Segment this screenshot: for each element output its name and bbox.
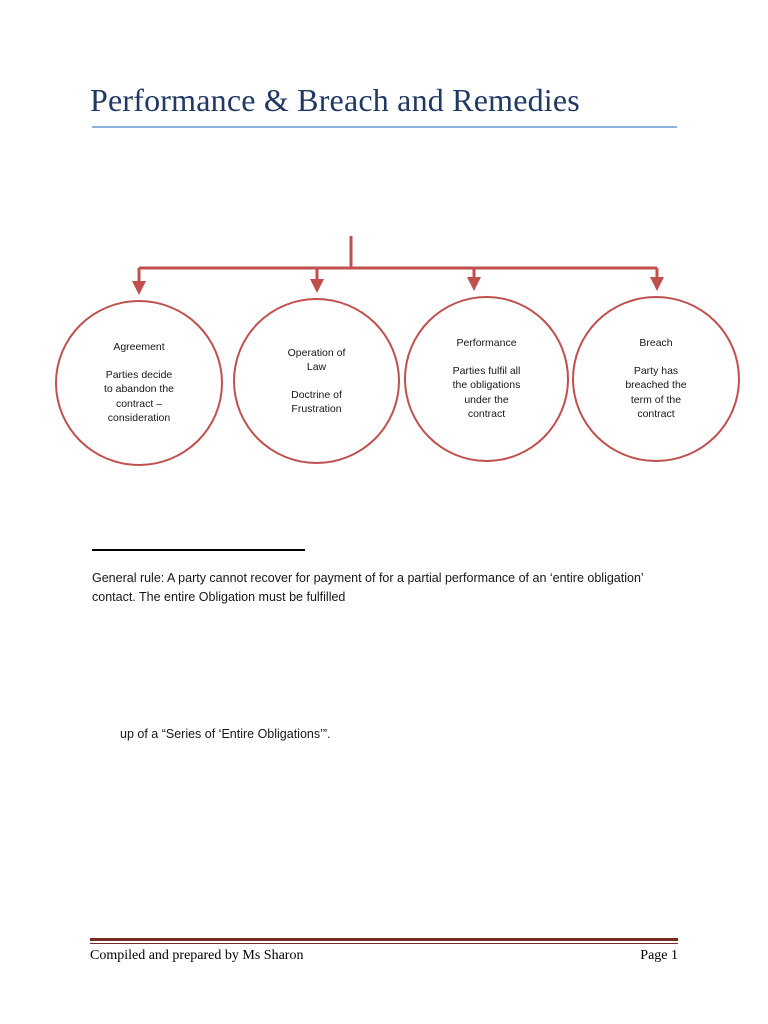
node-heading: Agreement — [113, 341, 165, 354]
node-body: Doctrine of Frustration — [291, 388, 342, 416]
arrowhead-4 — [650, 277, 664, 291]
footer-credit: Compiled and prepared by Ms Sharon — [90, 948, 304, 963]
arrowhead-1 — [132, 281, 146, 295]
page-title: Performance & Breach and Remedies — [90, 82, 580, 118]
node-heading: Performance — [456, 337, 517, 350]
footer-rule-thin — [90, 943, 678, 944]
arrowhead-3 — [467, 277, 481, 291]
node-heading: Operation of Law — [287, 346, 346, 374]
footer-page-number: Page 1 — [640, 948, 678, 963]
diagram-node-agreement: Agreement Parties decide to abandon the … — [55, 300, 223, 466]
title-underline-rule — [92, 126, 677, 128]
series-note-paragraph: up of a “Series of ‘Entire Obligations’”… — [120, 727, 331, 741]
node-body: Party has breached the term of the contr… — [625, 364, 687, 421]
diagram-node-performance: Performance Parties fulfil all the oblig… — [404, 296, 569, 462]
node-body: Parties fulfil all the obligations under… — [452, 364, 521, 421]
arrowhead-2 — [310, 279, 324, 293]
general-rule-paragraph: General rule: A party cannot recover for… — [92, 571, 644, 604]
node-heading: Breach — [639, 337, 673, 350]
page-footer: Compiled and prepared by Ms Sharon Page … — [90, 948, 678, 964]
diagram-node-operation-of-law: Operation of Law Doctrine of Frustration — [233, 298, 400, 464]
footer-rule-thick — [90, 938, 678, 941]
diagram-node-breach: Breach Party has breached the term of th… — [572, 296, 740, 462]
node-body: Parties decide to abandon the contract –… — [103, 368, 175, 425]
footnote-separator-rule — [92, 549, 305, 551]
